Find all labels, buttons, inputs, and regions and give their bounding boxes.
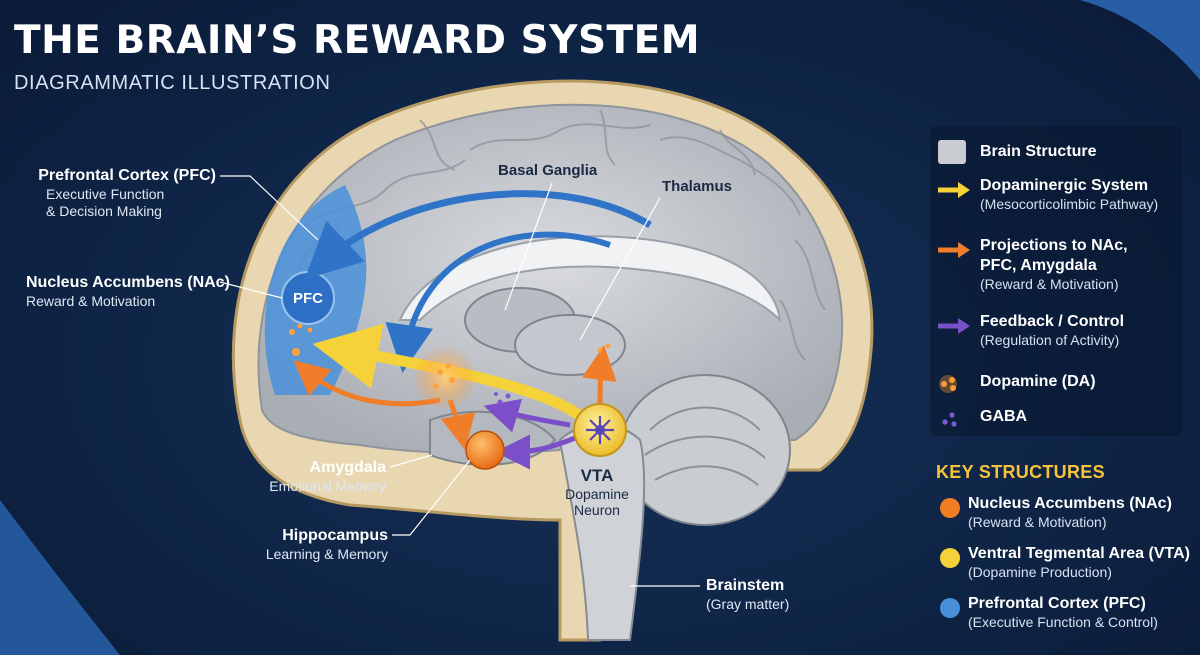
label-nac-title: Nucleus Accumbens (NAc) <box>26 274 230 291</box>
yellow-arrow-icon <box>934 178 974 202</box>
legend-feedback-sub: (Regulation of Activity) <box>980 332 1120 348</box>
label-amygdala: Amygdala Emotional Memory <box>248 458 386 495</box>
label-thalamus: Thalamus <box>662 178 732 196</box>
key-nac-title: Nucleus Accumbens (NAc) <box>968 495 1172 512</box>
legend-dopamine-title: Dopamine (DA) <box>980 373 1096 390</box>
legend-feedback-title: Feedback / Control <box>980 313 1125 330</box>
nac-glow <box>413 346 477 410</box>
legend-panel <box>930 126 1182 436</box>
gaba-feedback-arrow-1 <box>495 434 576 470</box>
orange-arrow-icon <box>934 238 974 262</box>
legend-projections-title: Projections to NAc, <box>980 237 1128 254</box>
blue-circle-icon <box>934 596 974 620</box>
label-nucleus-accumbens: Nucleus Accumbens (NAc) Reward & Motivat… <box>26 273 230 310</box>
label-brainstem: Brainstem (Gray matter) <box>706 576 789 613</box>
label-brainstem-line1: (Gray matter) <box>706 595 790 612</box>
key-pfc-title: Prefrontal Cortex (PFC) <box>968 595 1146 612</box>
page-title: THE BRAIN’S REWARD SYSTEM <box>14 18 701 63</box>
legend-gaba-title: GABA <box>980 408 1028 425</box>
leader-lines <box>219 175 700 587</box>
gaba-dots-icon <box>934 407 974 431</box>
label-amygdala-line1: Emotional Memory <box>269 477 386 494</box>
key-pfc-sub: (Executive Function & Control) <box>968 614 1158 630</box>
label-vta-line1: Dopamine <box>565 485 629 502</box>
legend-projections-title2: PFC, Amygdala <box>980 257 1097 274</box>
label-pfc-title: Prefrontal Cortex (PFC) <box>38 167 216 184</box>
corner-swoosh-top-right <box>1080 0 1200 80</box>
legend-dopaminergic-sub: (Mesocorticolimbic Pathway) <box>980 196 1159 212</box>
label-pfc-line2: & Decision Making <box>46 202 162 219</box>
yellow-circle-icon <box>934 546 974 570</box>
projection-to-pfc <box>293 360 441 407</box>
gaba-particles <box>494 392 511 405</box>
vta-neuron <box>573 403 627 457</box>
corpus-callosum <box>398 235 782 323</box>
label-hippocampus: Hippocampus Learning & Memory <box>248 526 388 563</box>
label-hippocampus-line1: Learning & Memory <box>265 545 388 562</box>
page-subtitle: DIAGRAMMATIC ILLUSTRATION <box>14 72 331 94</box>
key-structures-heading: KEY STRUCTURES <box>936 462 1105 482</box>
label-basal-ganglia: Basal Ganglia <box>498 162 597 180</box>
corner-swoosh-bottom-left <box>0 500 120 655</box>
label-hippocampus-title: Hippocampus <box>282 527 388 544</box>
label-pfc-line1: Executive Function <box>46 185 165 202</box>
legend-brain-structure-title: Brain Structure <box>980 143 1097 160</box>
dopamine-particles <box>289 323 611 389</box>
blue-inner-arrow <box>385 231 611 373</box>
label-amygdala-title: Amygdala <box>309 459 386 476</box>
orange-circle-icon <box>934 496 974 520</box>
dopamine-dots-icon <box>934 372 974 396</box>
label-vta-line2: Neuron <box>574 501 620 518</box>
label-nac-line1: Reward & Motivation <box>26 292 156 309</box>
dopaminergic-pathway <box>312 323 595 429</box>
label-thalamus-text: Thalamus <box>662 178 733 195</box>
label-vta: VTA Dopamine Neuron <box>562 466 632 518</box>
pfc-badge-text: PFC <box>293 290 323 307</box>
legend-dopaminergic-title: Dopaminergic System <box>980 177 1149 194</box>
nac-structure <box>465 430 505 470</box>
blue-cortical-arrow <box>304 190 652 280</box>
key-vta-sub: (Dopamine Production) <box>968 564 1112 580</box>
label-vta-title: VTA <box>580 466 614 485</box>
label-brainstem-title: Brainstem <box>706 577 785 594</box>
label-prefrontal-cortex: Prefrontal Cortex (PFC) Executive Functi… <box>26 166 216 220</box>
pfc-badge: PFC <box>288 290 328 308</box>
key-vta-title: Ventral Tegmental Area (VTA) <box>968 545 1190 562</box>
legend-projections-sub: (Reward & Motivation) <box>980 276 1119 292</box>
purple-arrow-icon <box>934 314 974 338</box>
projection-to-thalamus <box>582 345 617 406</box>
cerebellum <box>619 374 791 526</box>
key-nac-sub: (Reward & Motivation) <box>968 514 1107 530</box>
label-basal-ganglia-text: Basal Ganglia <box>498 162 598 179</box>
brain-structure-swatch-icon <box>934 140 974 164</box>
gaba-feedback-arrow-2 <box>483 398 571 433</box>
